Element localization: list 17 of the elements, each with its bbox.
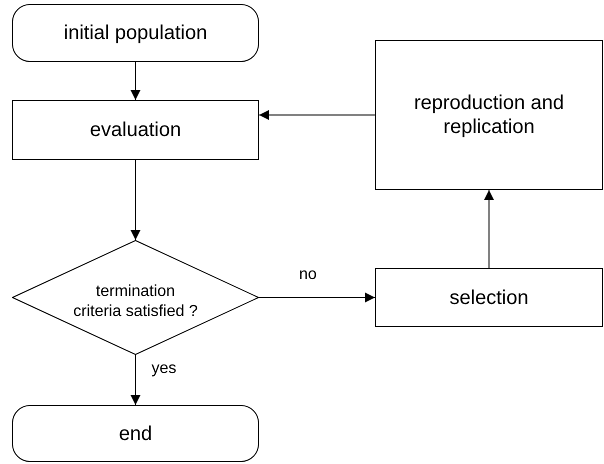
node-label: termination criteria satisfied ? [72,282,199,321]
arrow [130,160,140,240]
node-label: end [118,422,152,446]
terminal-box [12,4,259,62]
process-box [375,40,603,190]
arrow [130,62,140,100]
arrow [258,292,376,302]
terminal-box [12,405,259,462]
process-box [375,268,603,327]
process-box [12,100,259,160]
node-label: reproduction and replication [412,91,566,139]
node-label: evaluation [90,118,182,142]
arrow [258,110,376,120]
arrow [484,190,494,268]
node-label: initial population [64,21,208,45]
node-label: selection [450,286,528,310]
arrow [130,354,140,406]
